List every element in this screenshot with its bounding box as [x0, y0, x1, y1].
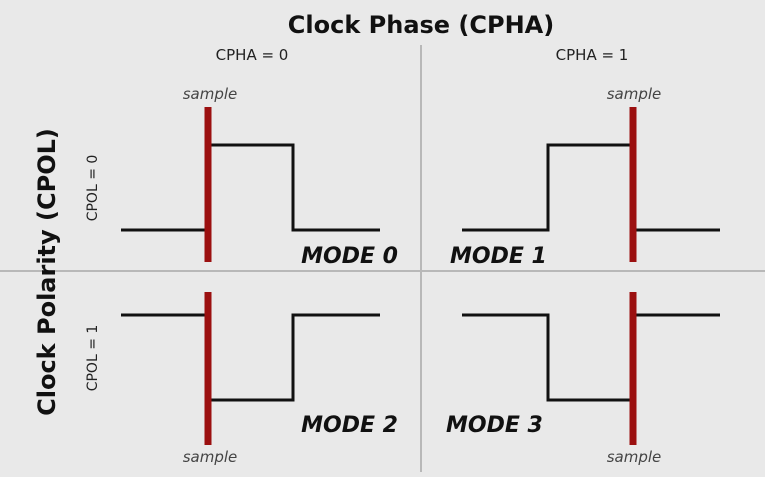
- sample-label-bottom-left: sample: [183, 448, 238, 466]
- sample-label-top-left: sample: [183, 85, 238, 103]
- y-axis-title: Clock Polarity (CPOL): [33, 128, 61, 416]
- clock-waveform-mode-3: [462, 313, 720, 402]
- clock-waveform-mode-2: [121, 313, 380, 402]
- clock-waveform-mode-1: [462, 143, 720, 232]
- row-label-cpol-0: CPOL = 0: [85, 155, 101, 222]
- mode-label-0: MODE 0: [301, 244, 398, 269]
- sample-label-bottom-right: sample: [607, 448, 662, 466]
- column-label-cpha-0: CPHA = 0: [216, 46, 289, 64]
- mode-label-2: MODE 2: [301, 413, 398, 438]
- row-label-cpol-1: CPOL = 1: [85, 325, 101, 392]
- diagram-title: Clock Phase (CPHA): [288, 11, 554, 39]
- mode-label-3: MODE 3: [446, 413, 543, 438]
- mode-label-1: MODE 1: [450, 244, 547, 269]
- clock-waveform-mode-0: [121, 143, 380, 232]
- sample-label-top-right: sample: [607, 85, 662, 103]
- column-label-cpha-1: CPHA = 1: [556, 46, 629, 64]
